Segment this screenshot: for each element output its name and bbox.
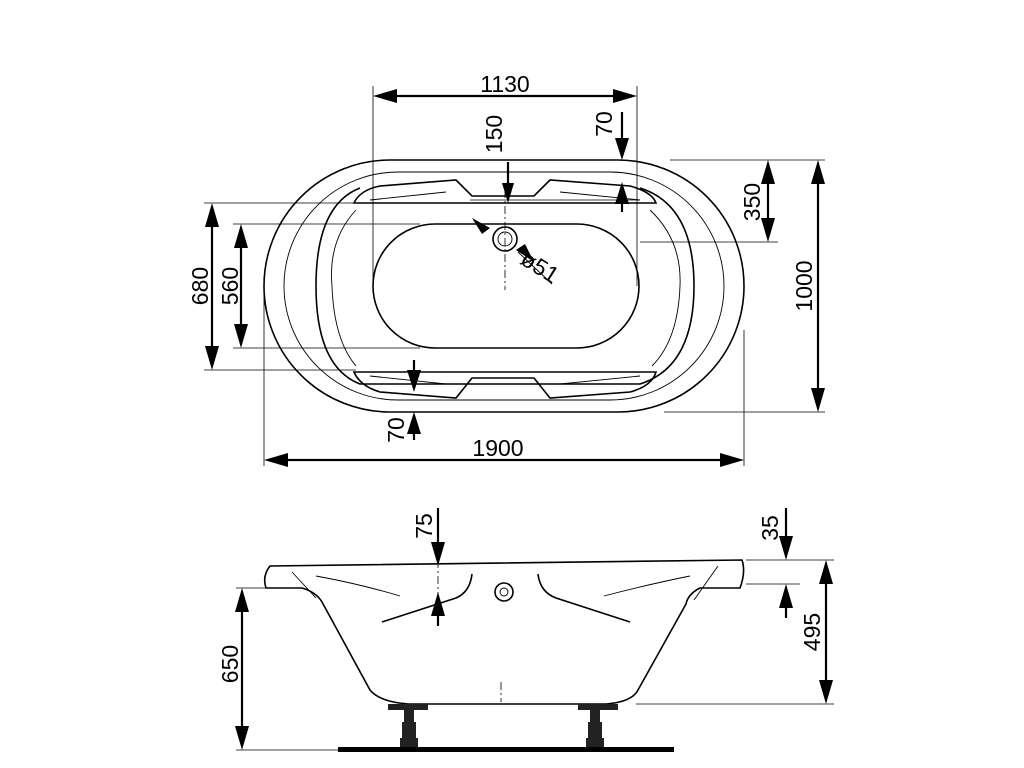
arrowhead [472,218,490,234]
rim-underside [291,571,317,599]
arrowhead [761,218,775,242]
arrowhead [516,244,534,262]
arrowhead [615,138,629,160]
arrowhead [811,160,825,184]
arrowhead [407,412,421,434]
dim-label-70-top: 70 [591,111,617,137]
dim-label-150: 150 [481,115,507,153]
arrowhead [234,324,248,348]
arrowhead [431,542,445,566]
arrowhead [205,203,219,227]
seat-curve-right [603,575,691,597]
overflow-inner [499,587,509,597]
headrest-left [331,209,357,367]
arrowhead [373,89,397,103]
outer-rim-outline [263,159,745,413]
dim-label-35: 35 [757,515,783,541]
arrowhead [761,160,775,184]
seat-curve-left [315,575,401,597]
arrowhead [235,588,249,612]
dim-label-350: 350 [739,183,765,221]
ledge-bottom-inner [369,375,641,385]
drain-outer [492,226,518,252]
arrowhead [502,183,514,203]
inner-contour-right [537,573,631,623]
arrowhead [235,726,249,750]
dim-label-1000: 1000 [791,260,817,311]
overflow-outer [494,582,514,602]
dim-label-1130: 1130 [480,71,529,97]
drain-inner [497,231,513,247]
dim-label-680: 680 [187,267,213,305]
arrowhead [779,584,793,608]
arrowhead [615,182,629,204]
dim-label-1900: 1900 [472,435,523,461]
basin-outline [315,187,695,385]
dim-label-495: 495 [799,613,825,651]
ledge-top [352,179,658,204]
rim-underside [693,565,719,601]
headrest-right [649,209,681,367]
arrowhead [819,560,833,584]
arrowhead [811,388,825,412]
dim-label-70-bottom: 70 [383,417,409,443]
arrowhead [205,346,219,370]
drain-leader [517,251,553,285]
arrowhead [407,370,421,392]
inner-contour-left [381,573,473,623]
arrowhead [431,592,445,616]
leg-right [578,704,618,747]
side-view: 650 495 35 75 [217,508,834,752]
tub-body-outline [263,559,745,705]
dim-label-75: 75 [411,513,437,539]
top-view: 1130 1900 1000 350 680 560 150 [187,71,825,467]
ledge-bottom [352,371,658,399]
leg-left [388,704,428,747]
rim-inner-edge [283,171,725,401]
arrowhead [234,224,248,248]
arrowhead [819,680,833,704]
dim-label-650: 650 [217,645,243,683]
arrowhead [613,89,637,103]
inner-basin [372,223,640,349]
arrowhead [720,453,744,467]
arrowhead [779,536,793,560]
arrowhead [264,453,288,467]
dim-label-560: 560 [217,267,243,305]
floor-line [338,747,674,752]
